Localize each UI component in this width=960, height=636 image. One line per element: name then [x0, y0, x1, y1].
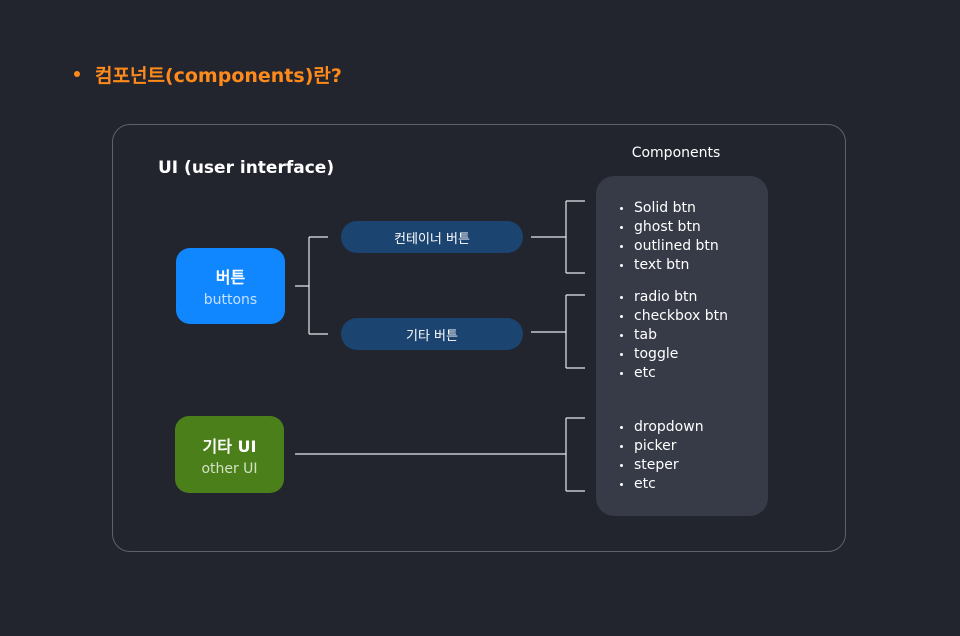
other-button-connector [531, 294, 585, 369]
ui-frame [112, 124, 846, 552]
bullet-dot-icon [74, 71, 80, 77]
buttons-branch-connector [295, 236, 328, 335]
section-heading-text: 컴포넌트(components)란? [95, 64, 342, 87]
list-item: Solid btn [620, 199, 719, 218]
buttons-node-english-label: buttons [203, 292, 258, 308]
other-button-components-list: radio btn checkbox btn tab toggle etc [620, 288, 728, 383]
list-item: tab [620, 326, 728, 345]
other-ui-node-korean-label: 기타 UI [202, 436, 257, 456]
other-ui-connector [295, 417, 585, 492]
list-item: etc [620, 475, 704, 494]
list-item: toggle [620, 345, 728, 364]
ui-frame-title: UI (user interface) [158, 158, 335, 178]
other-ui-node: 기타 UI other UI [175, 416, 284, 493]
components-panel [596, 176, 768, 516]
container-button-connector [531, 200, 585, 274]
other-button-pill: 기타 버튼 [341, 318, 523, 350]
list-item: radio btn [620, 288, 728, 307]
list-item: picker [620, 437, 704, 456]
buttons-node: 버튼 buttons [176, 248, 285, 324]
container-button-components-list: Solid btn ghost btn outlined btn text bt… [620, 199, 719, 275]
list-item: ghost btn [620, 218, 719, 237]
list-item: etc [620, 364, 728, 383]
other-ui-components-list: dropdown picker steper etc [620, 418, 704, 494]
section-heading: 컴포넌트(components)란? [74, 60, 342, 88]
components-title: Components [631, 145, 721, 161]
list-item: text btn [620, 256, 719, 275]
other-ui-node-english-label: other UI [201, 460, 258, 477]
buttons-node-korean-label: 버튼 [215, 268, 246, 287]
list-item: checkbox btn [620, 307, 728, 326]
list-item: steper [620, 456, 704, 475]
container-button-pill: 컨테이너 버튼 [341, 221, 523, 253]
list-item: dropdown [620, 418, 704, 437]
list-item: outlined btn [620, 237, 719, 256]
